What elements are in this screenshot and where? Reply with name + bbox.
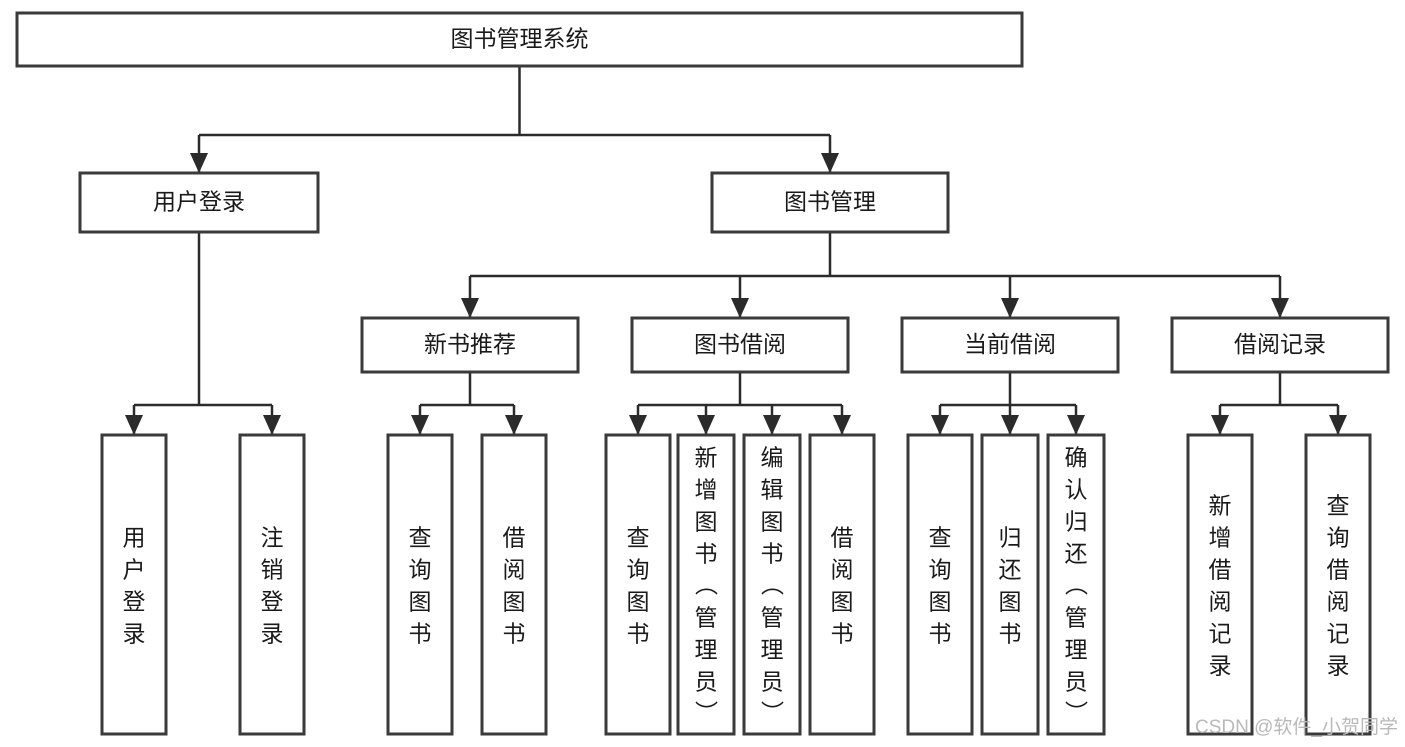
- node-label-leaf11: 确认归还（管理员）: [1065, 444, 1089, 726]
- node-label-leaf8: 借阅图书: [831, 524, 854, 646]
- node-box-borrow: [630, 316, 850, 374]
- node-label-leaf9: 查询图书: [929, 524, 952, 646]
- arrow-head-icon: [263, 415, 281, 435]
- arrow-head-icon: [1001, 415, 1019, 435]
- node-leaf7[interactable]: 编辑图书（管理员）: [742, 433, 802, 736]
- node-box-leaf7: [742, 433, 802, 736]
- node-box-leaf6: [676, 433, 736, 736]
- node-leaf10[interactable]: 归还图书: [980, 433, 1040, 736]
- arrow-head-icon: [1001, 298, 1019, 318]
- node-bookmgmt[interactable]: 图书管理: [710, 171, 950, 234]
- node-root[interactable]: 图书管理系统: [15, 11, 1024, 68]
- node-leaf12[interactable]: 新增借阅记录: [1186, 433, 1254, 736]
- arrow-head-icon: [461, 298, 479, 318]
- node-label-leaf3: 查询图书: [409, 524, 432, 646]
- node-label-leaf1: 用户登录: [123, 524, 146, 646]
- node-box-leaf10: [980, 433, 1040, 736]
- node-newbook[interactable]: 新书推荐: [360, 316, 580, 374]
- arrow-head-icon: [731, 298, 749, 318]
- node-box-leaf1: [100, 433, 168, 736]
- node-box-leaf4: [480, 433, 548, 736]
- node-leaf11[interactable]: 确认归还（管理员）: [1046, 433, 1106, 736]
- node-box-leaf12: [1186, 433, 1254, 736]
- arrow-head-icon: [763, 415, 781, 435]
- node-label-leaf5: 查询图书: [627, 524, 650, 646]
- arrow-head-icon: [1211, 415, 1229, 435]
- node-leaf1[interactable]: 用户登录: [100, 433, 168, 736]
- arrow-head-icon: [629, 415, 647, 435]
- node-box-leaf2: [238, 433, 306, 736]
- node-leaf3[interactable]: 查询图书: [386, 433, 454, 736]
- node-box-leaf9: [906, 433, 974, 736]
- node-leaf4[interactable]: 借阅图书: [480, 433, 548, 736]
- node-leaf9[interactable]: 查询图书: [906, 433, 974, 736]
- arrow-head-icon: [125, 415, 143, 435]
- arrow-head-icon: [821, 153, 839, 173]
- node-leaf6[interactable]: 新增图书（管理员）: [676, 433, 736, 736]
- node-label-leaf13: 查询借阅记录: [1327, 492, 1350, 678]
- node-label-root: 图书管理系统: [451, 26, 589, 52]
- node-label-current: 当前借阅: [964, 331, 1056, 357]
- arrow-head-icon: [411, 415, 429, 435]
- watermark-label: CSDN @软件_小贺同学: [1195, 716, 1398, 738]
- node-box-current: [900, 316, 1120, 374]
- node-label-newbook: 新书推荐: [424, 331, 516, 357]
- node-box-leaf11: [1046, 433, 1106, 736]
- connector-layer: [125, 66, 1347, 435]
- node-box-bookmgmt: [710, 171, 950, 234]
- arrow-head-icon: [1271, 298, 1289, 318]
- node-label-leaf4: 借阅图书: [503, 524, 526, 646]
- arrow-head-icon: [833, 415, 851, 435]
- node-leaf13[interactable]: 查询借阅记录: [1304, 433, 1372, 736]
- node-login[interactable]: 用户登录: [78, 171, 320, 234]
- arrow-head-icon: [1067, 415, 1085, 435]
- node-box-newbook: [360, 316, 580, 374]
- arrow-head-icon: [1329, 415, 1347, 435]
- node-label-leaf12: 新增借阅记录: [1209, 492, 1232, 678]
- node-label-login: 用户登录: [153, 189, 245, 215]
- node-leaf8[interactable]: 借阅图书: [808, 433, 876, 736]
- arrow-head-icon: [931, 415, 949, 435]
- node-box-root: [15, 11, 1024, 68]
- node-box-login: [78, 171, 320, 234]
- node-label-records: 借阅记录: [1234, 331, 1326, 357]
- arrow-head-icon: [505, 415, 523, 435]
- node-box-leaf3: [386, 433, 454, 736]
- node-box-leaf8: [808, 433, 876, 736]
- node-records[interactable]: 借阅记录: [1170, 316, 1390, 374]
- arrow-head-icon: [190, 153, 208, 173]
- node-layer: 图书管理系统用户登录图书管理新书推荐图书借阅当前借阅借阅记录用户登录注销登录查询…: [15, 11, 1390, 736]
- node-box-leaf5: [604, 433, 672, 736]
- node-borrow[interactable]: 图书借阅: [630, 316, 850, 374]
- node-box-records: [1170, 316, 1390, 374]
- node-current[interactable]: 当前借阅: [900, 316, 1120, 374]
- arrow-head-icon: [697, 415, 715, 435]
- node-label-leaf2: 注销登录: [261, 524, 284, 646]
- node-label-leaf7: 编辑图书（管理员）: [761, 444, 785, 726]
- node-leaf2[interactable]: 注销登录: [238, 433, 306, 736]
- node-label-leaf6: 新增图书（管理员）: [695, 444, 719, 726]
- node-label-leaf10: 归还图书: [999, 524, 1022, 646]
- node-label-bookmgmt: 图书管理: [784, 189, 876, 215]
- node-box-leaf13: [1304, 433, 1372, 736]
- node-label-borrow: 图书借阅: [694, 331, 786, 357]
- node-leaf5[interactable]: 查询图书: [604, 433, 672, 736]
